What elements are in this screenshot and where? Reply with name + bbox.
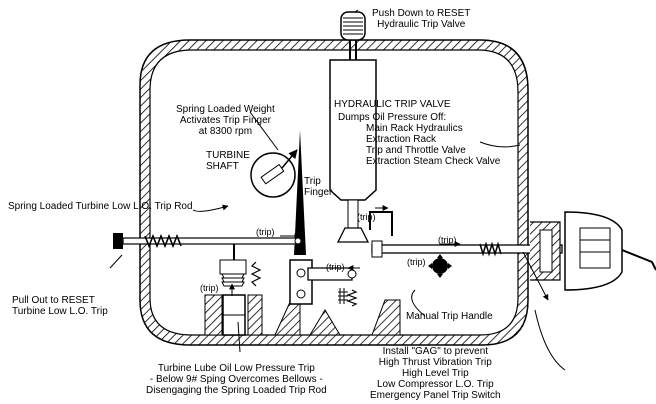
- manual-trip-shaft[interactable]: [371, 240, 563, 278]
- hydraulic-trip-reset-knob[interactable]: [340, 11, 366, 60]
- install-gag-label: Install "GAG" to prevent High Thrust Vib…: [370, 346, 501, 401]
- pull-out-reset-line-2: Turbine Low L.O. Trip: [12, 306, 108, 317]
- trip-mark-rod: (trip): [256, 227, 275, 237]
- spring-loaded-rod-label: Spring Loaded Turbine Low L.O. Trip Rod: [8, 201, 193, 212]
- trip-mark-valve: (trip): [357, 212, 376, 222]
- trip-mark-rod-text: (trip): [256, 227, 275, 237]
- valve-linkage: [369, 211, 393, 236]
- lube-oil-trip-bellows: [219, 244, 262, 336]
- leader-lines: [109, 9, 566, 371]
- trip-mark-valve-text: (trip): [357, 212, 376, 222]
- low-lo-trip-rod[interactable]: [113, 233, 302, 249]
- push-down-reset-label: Push Down to RESET Hydraulic Trip Valve: [372, 8, 470, 30]
- trip-mark-linkage: (trip): [326, 262, 345, 272]
- install-gag-line-4: Low Compressor L.O. Trip: [376, 379, 494, 390]
- dumps-item-extraction-check: Extraction Steam Check Valve: [366, 156, 501, 167]
- spring-weight-line-3: at 8300 rpm: [198, 126, 253, 137]
- hydraulic-trip-valve-body: [329, 59, 377, 243]
- dumps-oil-text: Dumps Oil Pressure Off:: [338, 112, 447, 123]
- trip-mark-gear: (trip): [407, 257, 426, 267]
- turbine-shaft-disc: [250, 149, 298, 198]
- lube-oil-trip-label: Turbine Lube Oil Low Pressure Trip - Bel…: [146, 363, 327, 396]
- push-down-reset-line-1: Push Down to RESET: [372, 8, 471, 19]
- manual-trip-handle-text: Manual Trip Handle: [406, 311, 493, 322]
- turbine-shaft-label: TURBINE SHAFT: [206, 150, 250, 172]
- trip-finger-line-1: Trip: [304, 176, 321, 187]
- dumps-item-extraction-rack: Extraction Rack: [366, 134, 437, 145]
- trip-finger-label: Trip Finger: [304, 176, 332, 198]
- trip-finger-line-2: Finger: [304, 187, 333, 198]
- pull-out-reset-line-1: Pull Out to RESET: [12, 295, 95, 306]
- push-down-reset-line-2: Hydraulic Trip Valve: [377, 19, 466, 30]
- lube-oil-trip-line-3: Disengaging the Spring Loaded Trip Rod: [146, 385, 327, 396]
- pull-out-reset-label: Pull Out to RESET Turbine Low L.O. Trip: [12, 295, 108, 317]
- install-gag-line-5: Emergency Panel Trip Switch: [370, 390, 501, 401]
- trip-mark-shaft-text: (trip): [438, 235, 457, 245]
- trip-mark-shaft: (trip): [438, 235, 457, 245]
- dumps-oil-label: Dumps Oil Pressure Off:: [338, 112, 446, 123]
- lube-oil-trip-line-2: - Below 9# Sping Overcomes Bellows -: [149, 374, 323, 385]
- turbine-shaft-line-2: SHAFT: [206, 161, 239, 172]
- trip-finger: [294, 130, 306, 255]
- trip-mark-gear-text: (trip): [407, 257, 426, 267]
- install-gag-line-1: Install "GAG" to prevent: [382, 346, 489, 357]
- trip-mark-bellows-text: (trip): [200, 283, 219, 293]
- dumps-item-main-rack: Main Rack Hydraulics: [366, 123, 463, 134]
- manual-trip-handle-label: Manual Trip Handle: [406, 311, 493, 322]
- install-gag-line-3: High Level Trip: [401, 368, 469, 379]
- spring-loaded-rod-text: Spring Loaded Turbine Low L.O. Trip Rod: [8, 201, 193, 212]
- lube-oil-trip-line-1: Turbine Lube Oil Low Pressure Trip: [157, 363, 315, 374]
- trip-mark-linkage-text: (trip): [326, 262, 345, 272]
- turbine-shaft-line-1: TURBINE: [206, 150, 250, 161]
- hydraulic-trip-valve-title: HYDRAULIC TRIP VALVE: [334, 99, 451, 110]
- trip-mark-bellows: (trip): [200, 283, 219, 293]
- install-gag-line-2: High Thrust Vibration Trip: [378, 357, 492, 368]
- manual-trip-handle-assembly[interactable]: [530, 211, 656, 291]
- trip-linkage-lever: [289, 259, 358, 307]
- hydraulic-trip-valve-title-text: HYDRAULIC TRIP VALVE: [334, 99, 451, 110]
- spring-weight-line-2: Activates Trip Finger: [179, 115, 271, 126]
- dumps-item-trip-throttle: Trip and Throttle Valve: [366, 145, 466, 156]
- spring-loaded-weight-label: Spring Loaded Weight Activates Trip Fing…: [176, 104, 275, 137]
- spring-weight-line-1: Spring Loaded Weight: [176, 104, 275, 115]
- dumps-oil-items: Main Rack Hydraulics Extraction Rack Tri…: [366, 123, 500, 167]
